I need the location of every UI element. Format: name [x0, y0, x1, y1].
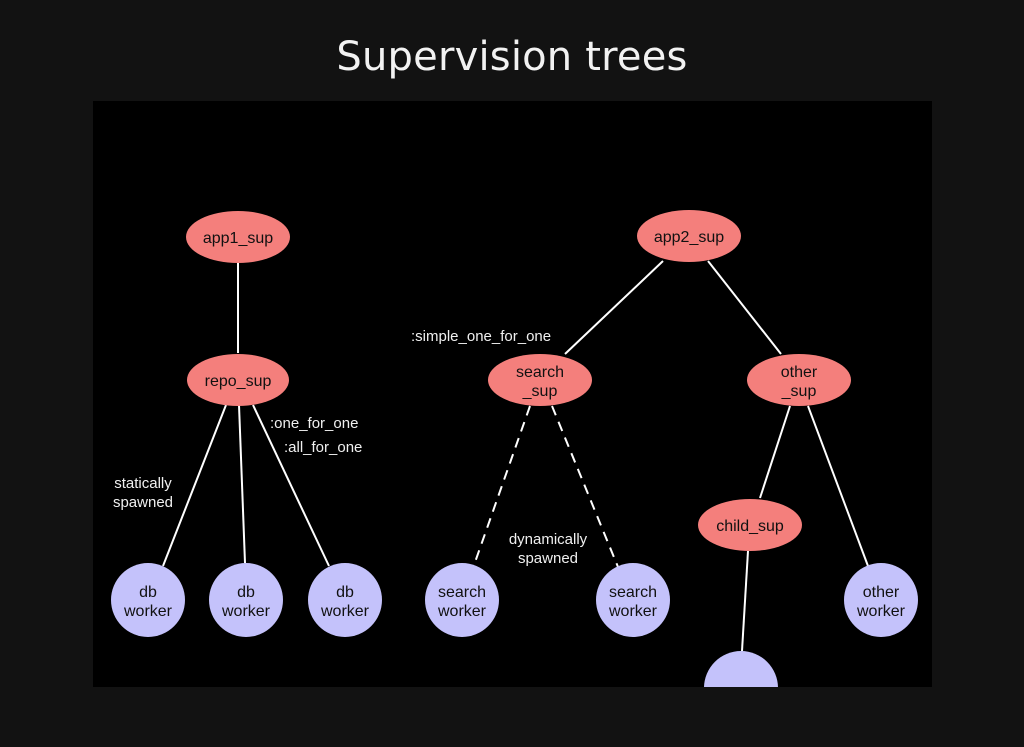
edge-app2-search	[564, 260, 664, 355]
node-db-worker-1	[111, 563, 185, 637]
label-app1-sup: app1_sup	[203, 230, 273, 247]
node-repo-sup	[187, 354, 289, 406]
node-child-worker-partial	[704, 651, 778, 687]
edges	[162, 260, 869, 652]
annotation-all-for-one: :all_for_one	[284, 439, 362, 456]
node-search-worker-1	[425, 563, 499, 637]
edge-search-sworker2	[551, 405, 619, 568]
supervision-tree-diagram: app1_sup repo_sup app2_sup search_sup ot…	[93, 101, 932, 687]
node-child-sup	[698, 499, 802, 551]
edge-repo-db3	[252, 404, 330, 567]
label-search-sup: search_sup	[516, 364, 564, 400]
label-app2-sup: app2_sup	[654, 229, 724, 246]
supervisors	[186, 210, 851, 551]
edge-child-bottom	[741, 550, 749, 652]
node-db-worker-2	[209, 563, 283, 637]
annotation-one-for-one: :one_for_one	[270, 415, 358, 432]
edge-other-child	[759, 405, 791, 499]
edge-search-sworker1	[472, 405, 531, 569]
node-app1-sup	[186, 211, 290, 263]
edge-repo-db2	[238, 404, 246, 564]
label-other-sup: other_sup	[781, 364, 818, 400]
slide-title: Supervision trees	[336, 34, 688, 80]
annotation-simple-one-for-one: :simple_one_for_one	[411, 328, 551, 345]
label-child-sup: child_sup	[716, 518, 784, 535]
node-app2-sup	[637, 210, 741, 262]
node-search-sup	[488, 354, 592, 406]
workers	[111, 563, 918, 687]
node-db-worker-3	[308, 563, 382, 637]
edge-repo-db1	[162, 404, 227, 567]
edge-app2-other	[707, 260, 782, 355]
node-other-worker	[844, 563, 918, 637]
edge-other-oworker	[807, 405, 869, 567]
tree-svg: app1_sup repo_sup app2_sup search_sup ot…	[111, 210, 918, 687]
node-other-sup	[747, 354, 851, 406]
label-repo-sup: repo_sup	[205, 373, 272, 390]
node-search-worker-2	[596, 563, 670, 637]
node-labels: app1_sup repo_sup app2_sup search_sup ot…	[123, 229, 906, 620]
